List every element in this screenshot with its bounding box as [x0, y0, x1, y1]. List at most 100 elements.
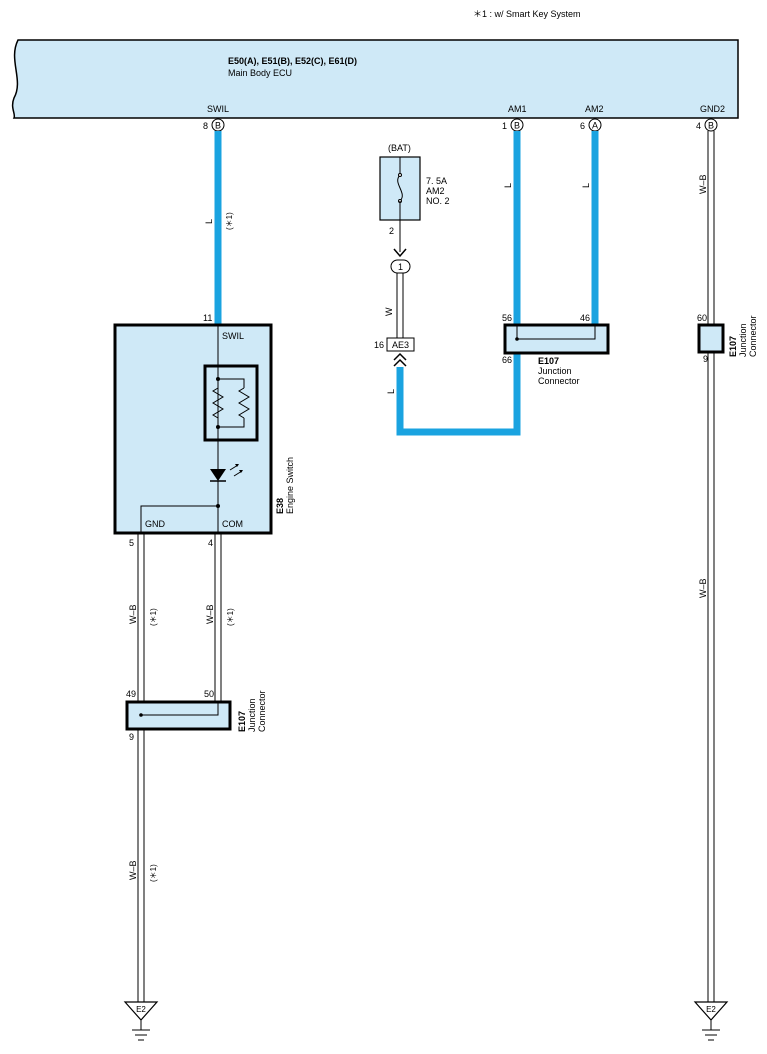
ground-point-left: E2 — [123, 1001, 159, 1041]
junction-gnd2-name1: Junction — [738, 323, 748, 357]
junction-gnd2-pin-60: 60 — [697, 313, 707, 323]
ae3-pin: 16 — [374, 340, 384, 350]
junction-left-pin-50: 50 — [204, 689, 214, 699]
ecu-terminal-gnd2: GND2 — [700, 104, 725, 114]
wire-note-com: (＊1) — [226, 608, 235, 626]
wire-color-am2: L — [581, 183, 591, 188]
ground-point-right: E2 — [693, 1001, 729, 1041]
ecu-connector-letter-am1: B — [514, 121, 520, 131]
engine-switch-gnd-label: GND — [145, 519, 166, 529]
ground-right-triangle-icon — [693, 1001, 729, 1021]
connector-arrow-icon — [393, 248, 407, 258]
fuse-source: (BAT) — [388, 143, 411, 153]
fuse-number: NO. 2 — [426, 196, 450, 206]
wire-note-gnd: (＊1) — [149, 608, 158, 626]
wire-color-com: W–B — [205, 604, 215, 624]
ecu-pin-number-am2: 6 — [580, 121, 585, 131]
junction-connector-gnd2: 60 9 E107 Junction Connector — [697, 313, 758, 364]
ecu-subtitle: Main Body ECU — [228, 68, 292, 78]
ecu-connector-letter-gnd2: B — [708, 121, 714, 131]
junction-am-code: E107 — [538, 356, 559, 366]
main-body-ecu: E50(A), E51(B), E52(C), E61(D) Main Body… — [11, 39, 739, 119]
engine-switch-code: E38 — [275, 498, 285, 514]
wire-color-swil: L — [204, 219, 214, 224]
junction-left-pin-9: 9 — [129, 732, 134, 742]
ecu-pin-number-swil: 8 — [203, 121, 208, 131]
engine-switch-pin-com: 4 — [208, 538, 213, 548]
engine-switch: 11 SWIL GND COM E38 Engine Switch 5 4 — [113, 313, 295, 548]
wire-color-am1: L — [503, 183, 513, 188]
engine-switch-swil-label: SWIL — [222, 331, 244, 341]
junction-connector-am: 56 46 66 E107 Junction Connector — [502, 313, 610, 386]
ae3-box — [386, 337, 415, 352]
fuse-name: AM2 — [426, 186, 445, 196]
ecu-terminal-am1: AM1 — [508, 104, 527, 114]
junction-left-code: E107 — [237, 711, 247, 732]
fuse-element-icon — [397, 174, 403, 202]
junction-am-pin-56: 56 — [502, 313, 512, 323]
ecu-terminal-swil: SWIL — [207, 104, 229, 114]
wire-color-gnd2-upper: W–B — [698, 174, 708, 194]
engine-switch-pin-gnd: 5 — [129, 538, 134, 548]
junction-am-node — [515, 337, 519, 341]
led-icon — [210, 469, 226, 481]
joint-connector-1 — [390, 259, 411, 274]
smart-key-note: ＊1 : w/ Smart Key System — [473, 9, 581, 19]
fuse-rating: 7. 5A — [426, 176, 447, 186]
ecu-pin-gnd2: 4 B — [696, 118, 718, 132]
engine-switch-name: Engine Switch — [285, 457, 295, 514]
wire-color-w: W — [384, 307, 394, 316]
ecu-connector-letter-swil: B — [215, 121, 221, 131]
engine-switch-com-label: COM — [222, 519, 243, 529]
engine-switch-pin-top: 11 — [203, 313, 212, 323]
junction-gnd2-name2: Connector — [748, 315, 758, 357]
ecu-pin-am2: 6 A — [580, 118, 602, 132]
ground-left-triangle-icon — [123, 1001, 159, 1021]
wire-ae3-to-junction — [396, 353, 521, 436]
junction-am-name2: Connector — [538, 376, 580, 386]
junction-left-name1: Junction — [247, 698, 257, 732]
ae3-label: AE3 — [392, 340, 409, 350]
wire-note-ground-left: (＊1) — [149, 864, 158, 882]
engine-switch-resistor2-top-lead — [218, 378, 245, 388]
resistor-2-icon — [238, 387, 250, 419]
junction-connector-left: 49 50 9 E107 Junction Connector — [125, 689, 267, 742]
led-ray-arrowheads-icon — [235, 464, 243, 473]
junction-gnd2-code: E107 — [728, 336, 738, 357]
ecu-pin-swil: 8 B — [203, 118, 225, 132]
ecu-connector-marker-gnd2 — [704, 118, 718, 132]
ground-right-label: E2 — [706, 1005, 716, 1014]
ground-left-label: E2 — [136, 1005, 146, 1014]
wire-note-swil: (＊1) — [225, 212, 234, 230]
ecu-box — [11, 39, 739, 119]
junction-gnd2-pin-9: 9 — [703, 354, 708, 364]
wire-color-gnd: W–B — [128, 604, 138, 624]
junction-am-pin-66: 66 — [502, 355, 512, 365]
wire-color-gnd2-lower: W–B — [698, 578, 708, 598]
wire-color-ground-left: W–B — [128, 860, 138, 880]
junction-gnd2-box — [697, 323, 725, 354]
fuse-am2: (BAT) 7. 5A AM2 NO. 2 2 — [379, 143, 450, 236]
junction-am-pin-46: 46 — [580, 313, 590, 323]
junction-left-internal-link — [141, 702, 219, 716]
ecu-connector-letter-am2: A — [592, 121, 598, 131]
engine-switch-resistor2-bottom-lead — [218, 418, 245, 428]
resistor-1-icon — [212, 387, 224, 419]
ecu-title: E50(A), E51(B), E52(C), E61(D) — [228, 56, 357, 66]
ecu-terminal-am2: AM2 — [585, 104, 604, 114]
wire-color-ae3: L — [386, 389, 396, 394]
fuse-pin: 2 — [389, 226, 394, 236]
joint-connector-number: 1 — [398, 262, 403, 272]
ecu-pin-number-am1: 1 — [502, 121, 507, 131]
fuse-terminal-top — [398, 173, 402, 177]
connector-ae3: 16 AE3 — [374, 337, 415, 367]
ecu-pin-am1: 1 B — [502, 118, 524, 132]
junction-left-pin-49: 49 — [126, 689, 136, 699]
ae3-arrow-icon — [393, 352, 407, 367]
engine-switch-gnd-link — [140, 505, 218, 533]
ecu-pin-number-gnd2: 4 — [696, 121, 701, 131]
junction-left-node — [139, 713, 143, 717]
junction-left-name2: Connector — [257, 690, 267, 732]
junction-am-internal-link — [516, 325, 596, 340]
